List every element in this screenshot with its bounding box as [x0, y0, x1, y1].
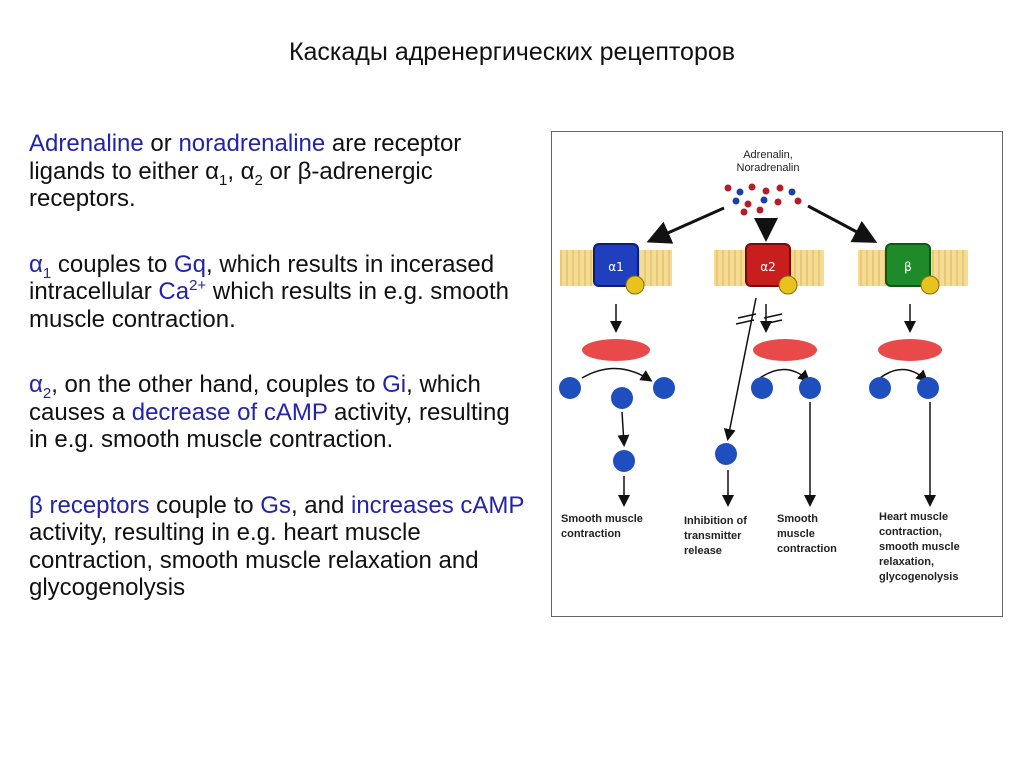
outcome-line: glycogenolysis	[879, 571, 959, 583]
text-fragment: which results in e.g. smooth muscle cont…	[29, 278, 509, 333]
alpha2-term: α	[29, 371, 43, 398]
arrow	[617, 411, 630, 447]
alpha2-receptor	[745, 243, 791, 287]
superscript: 2+	[189, 277, 207, 294]
outcome-line: contraction	[777, 543, 837, 555]
text-fragment: activity, resulting in e.g. heart muscle…	[29, 519, 479, 601]
reaction-arrow-ac1	[759, 368, 811, 383]
paragraph-beta: β receptors couple to Gs, and increases …	[29, 492, 529, 602]
alpha1-term: α	[29, 250, 43, 278]
alpha1-receptor-label: α1	[608, 260, 624, 274]
reaction-arrow-ac2	[879, 368, 929, 383]
diagram-svg: α1 α2 β	[559, 183, 968, 507]
gs-term: Gs	[260, 491, 291, 519]
arrow-to-beta	[807, 204, 878, 243]
gq-term: Gq	[173, 250, 206, 278]
outcome-line: muscle	[777, 528, 815, 540]
text-fragment: activity, resulting in e.g. smooth muscl…	[29, 398, 510, 454]
outcome-line: Smooth muscle	[561, 513, 643, 525]
text-fragment: , which results in incerased intracellul…	[29, 250, 495, 306]
text-fragment: are receptor ligands to either α	[29, 130, 462, 185]
inhibition-mark	[735, 319, 755, 325]
outcome-smooth-muscle-contraction-2: Smooth muscle contraction	[777, 512, 837, 557]
text-column: Adrenaline or noradrenaline are receptor…	[29, 130, 529, 640]
adrenaline-term: Adrenaline	[29, 130, 144, 157]
subscript: 1	[42, 264, 52, 282]
outcome-line: Smooth	[777, 513, 818, 525]
outcome-line: smooth muscle	[879, 541, 960, 553]
paragraph-alpha2: α2, on the other hand, couples to Gi, wh…	[29, 371, 529, 454]
text-fragment: couples to	[51, 250, 174, 278]
noradrenaline-term: noradrenaline	[178, 130, 326, 157]
paragraph-ligands: Adrenaline or noradrenaline are receptor…	[29, 130, 529, 213]
paragraph-alpha1: α1 couples to Gq, which results in incer…	[29, 251, 529, 334]
gs-protein	[920, 275, 940, 295]
outcome-line: transmitter	[684, 530, 742, 542]
subscript: 2	[254, 171, 263, 189]
gi-term: Gi	[382, 371, 407, 398]
slide-title: Каскады адренергических рецепторов	[288, 38, 736, 66]
adenylyl-cyclase-beta	[878, 339, 942, 361]
inhibition-mark	[763, 319, 783, 325]
alpha2-receptor-label: α2	[760, 260, 776, 274]
alpha1-receptor	[593, 243, 639, 287]
ligand-label-line: Adrenalin,	[743, 149, 793, 161]
arrow-to-calcium	[723, 297, 757, 441]
increases-camp-term: increases cAMP	[350, 491, 524, 519]
decrease-camp-term: decrease of cAMP	[131, 398, 328, 426]
beta-receptor	[885, 243, 931, 287]
molecule-circles	[559, 377, 939, 472]
inhibition-mark	[763, 313, 783, 319]
subscript: 2	[42, 384, 52, 402]
phospholipase-c	[582, 339, 650, 361]
outcome-line: Heart muscle	[879, 511, 949, 523]
outcome-line: Inhibition of	[684, 515, 747, 527]
outcome-smooth-muscle-contraction: Smooth muscle contraction	[561, 512, 643, 542]
subscript: 1	[218, 171, 228, 189]
ligand-label: Adrenalin, Noradrenalin	[728, 149, 808, 175]
outcome-inhibition-of-release: Inhibition of transmitter release	[684, 514, 747, 559]
outcome-line: contraction,	[879, 526, 942, 538]
gi-protein	[778, 275, 798, 295]
ligand-molecules	[724, 183, 802, 216]
text-fragment: , which causes a	[29, 371, 481, 426]
outcome-line: relaxation,	[879, 556, 935, 568]
outcome-line: contraction	[561, 528, 621, 540]
adenylyl-cyclase-alpha2	[753, 339, 817, 361]
text-fragment: or	[143, 130, 179, 157]
gq-protein	[625, 275, 645, 295]
text-fragment: , on the other hand, couples to	[51, 371, 383, 398]
calcium-term: Ca	[158, 278, 190, 305]
outcome-line: release	[684, 545, 722, 557]
text-fragment: , α	[227, 157, 255, 185]
reaction-arrow-plc	[581, 367, 653, 382]
outcome-heart-muscle: Heart muscle contraction, smooth muscle …	[879, 510, 960, 585]
signaling-diagram: α1 α2 β	[551, 131, 1003, 617]
text-fragment: or β-adrenergic receptors.	[29, 157, 433, 213]
text-fragment: couple to	[149, 491, 261, 519]
ligand-label-line: Noradrenalin	[736, 162, 800, 174]
text-fragment: , and	[290, 491, 351, 519]
arrow-to-alpha1	[646, 206, 725, 244]
beta-receptor-label: β	[904, 260, 912, 274]
inhibition-mark	[737, 313, 757, 319]
beta-term: β receptors	[29, 491, 150, 519]
